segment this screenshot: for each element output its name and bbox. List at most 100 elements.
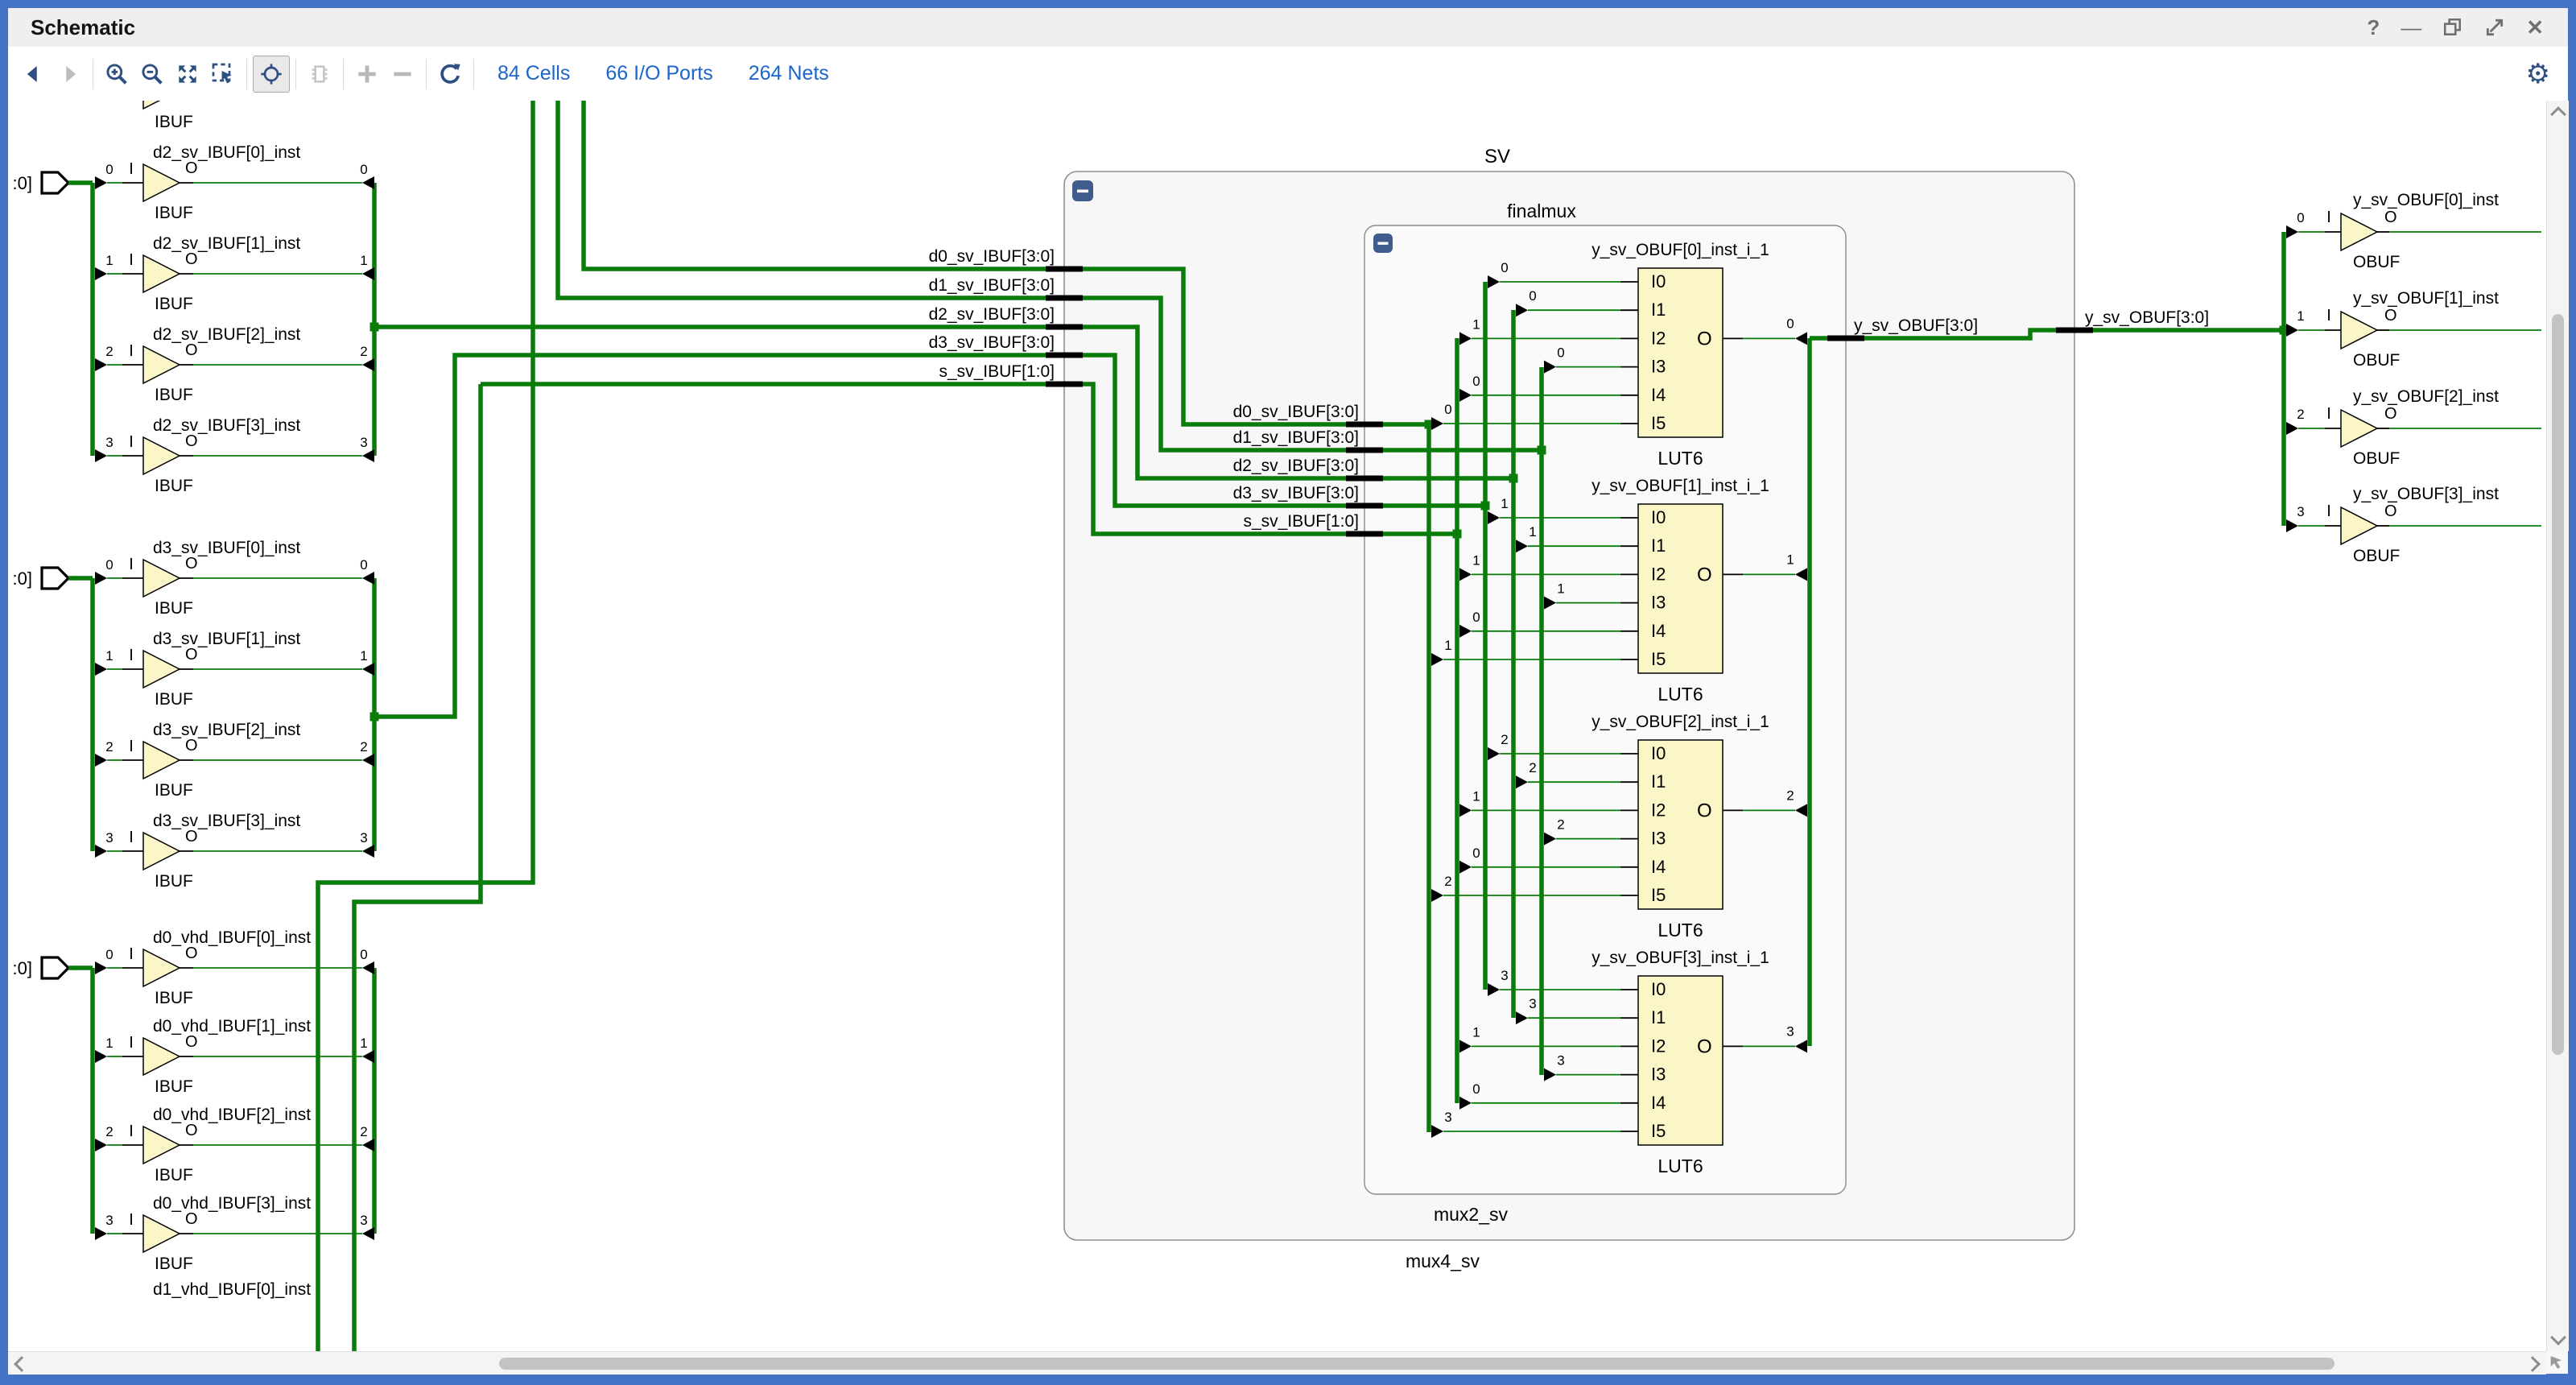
forward-button[interactable] bbox=[52, 56, 87, 92]
pin-label: O bbox=[185, 250, 198, 268]
cells-link[interactable]: 84 Cells bbox=[497, 62, 571, 85]
pin-label: I4 bbox=[1651, 385, 1666, 405]
bus-tap-icon bbox=[1516, 1011, 1528, 1025]
bit-index: 0 bbox=[1444, 402, 1451, 417]
settings-gear-icon[interactable]: ⚙ bbox=[2525, 58, 2550, 89]
autofit-selection-button[interactable] bbox=[253, 55, 290, 93]
net-d0_sv_IBUF[3:0][interactable] bbox=[581, 101, 1429, 427]
cell-d0_vhd_IBUF[2]_inst[interactable] bbox=[142, 1125, 181, 1165]
bit-index: 3 bbox=[2297, 504, 2304, 519]
bit-index: 3 bbox=[1557, 1053, 1564, 1069]
bus-tap-icon bbox=[95, 176, 107, 189]
input-port[interactable] bbox=[40, 171, 71, 195]
bus-tap-icon bbox=[1459, 388, 1472, 402]
minimize-icon[interactable]: — bbox=[2401, 15, 2422, 39]
resize-grip[interactable] bbox=[2546, 1351, 2568, 1374]
bus-tap-icon bbox=[362, 1050, 374, 1063]
zoom-to-selection-button[interactable] bbox=[205, 56, 241, 92]
net-s_sv_IBUF[1:0][interactable] bbox=[481, 382, 1457, 536]
maximize-icon[interactable] bbox=[2484, 17, 2505, 38]
cell-y_sv_OBUF[3]_inst_i_1[interactable] bbox=[1637, 975, 1724, 1146]
scroll-down-icon[interactable] bbox=[2550, 1329, 2566, 1346]
instance-label: d2_sv_IBUF[1]_inst bbox=[153, 234, 300, 253]
cell-y_sv_OBUF[3]_inst[interactable] bbox=[2340, 506, 2379, 546]
net-bus-routing[interactable] bbox=[316, 101, 535, 1351]
pin-label: I0 bbox=[1651, 979, 1666, 999]
zoom-out-button[interactable] bbox=[134, 56, 170, 92]
cell-d2_sv_IBUF[1]_inst[interactable] bbox=[142, 254, 181, 294]
bus-tap-icon bbox=[95, 358, 107, 371]
bit-index: 3 bbox=[105, 435, 113, 450]
cell-d0_vhd_IBUF[0]_inst[interactable] bbox=[142, 948, 181, 988]
cell-d0_vhd_IBUF[1]_inst[interactable] bbox=[142, 1036, 181, 1077]
cell-d0_vhd_IBUF[3]_inst[interactable] bbox=[142, 1213, 181, 1254]
bus-tap-icon bbox=[95, 754, 107, 767]
net-d1_sv_IBUF[3:0][interactable] bbox=[555, 101, 1542, 453]
net-junction bbox=[1452, 529, 1462, 539]
instance-label: y_sv_OBUF[3]_inst_i_1 bbox=[1591, 949, 1769, 967]
nets-link[interactable]: 264 Nets bbox=[748, 62, 829, 85]
port-stub-label: :0] bbox=[13, 958, 32, 978]
bit-index: 1 bbox=[1444, 638, 1451, 653]
io-ports-link[interactable]: 66 I/O Ports bbox=[605, 62, 713, 85]
bus-tap-icon bbox=[1795, 804, 1807, 817]
net-d3_sv_IBUF[3:0][interactable] bbox=[374, 353, 1485, 719]
net-s_sv-bus[interactable] bbox=[352, 384, 483, 1351]
add-button[interactable] bbox=[349, 56, 385, 92]
cell-y_sv_OBUF[1]_inst_i_1[interactable] bbox=[1637, 503, 1724, 674]
cell-d3_sv_IBUF[0]_inst[interactable] bbox=[142, 558, 181, 598]
horizontal-scroll-thumb[interactable] bbox=[499, 1358, 2334, 1370]
pin-label: I bbox=[129, 556, 134, 573]
bit-index: 1 bbox=[1529, 524, 1536, 540]
bit-index: 1 bbox=[105, 253, 113, 268]
bus-tap-icon bbox=[2286, 519, 2298, 532]
scroll-left-icon[interactable] bbox=[14, 1356, 30, 1372]
cell-y_sv_OBUF[1]_inst[interactable] bbox=[2340, 310, 2379, 350]
input-port[interactable] bbox=[40, 566, 71, 590]
pin-label: I4 bbox=[1651, 1093, 1666, 1113]
regenerate-button[interactable] bbox=[432, 56, 468, 92]
instance-label: d2_sv_IBUF[3]_inst bbox=[153, 416, 300, 435]
back-button[interactable] bbox=[16, 56, 52, 92]
cell-d2_sv_IBUF[2]_inst[interactable] bbox=[142, 345, 181, 385]
pin-label: O bbox=[2384, 502, 2397, 520]
scroll-up-icon[interactable] bbox=[2550, 106, 2566, 122]
pin-label: I3 bbox=[1651, 593, 1666, 613]
block-finalmux[interactable] bbox=[1364, 225, 1847, 1195]
cell-y_sv_OBUF[2]_inst[interactable] bbox=[2340, 408, 2379, 449]
cell-d3_sv_IBUF[1]_inst[interactable] bbox=[142, 649, 181, 689]
cell-d2_sv_IBUF[3]_inst[interactable] bbox=[142, 436, 181, 476]
bus-tap-icon bbox=[362, 358, 374, 371]
zoom-in-button[interactable] bbox=[99, 56, 134, 92]
bit-index: 1 bbox=[105, 648, 113, 664]
bus-tap-icon bbox=[1795, 568, 1807, 581]
bit-index: 2 bbox=[1444, 874, 1451, 889]
input-port[interactable] bbox=[40, 956, 71, 980]
close-icon[interactable]: ✕ bbox=[2526, 15, 2544, 39]
page-title: Schematic bbox=[31, 14, 136, 39]
remove-button[interactable] bbox=[385, 56, 420, 92]
cell-type-label: IBUF bbox=[155, 781, 193, 800]
pin-label: I bbox=[129, 433, 134, 451]
bus-tap-icon bbox=[2286, 225, 2298, 238]
zoom-fit-button[interactable] bbox=[170, 56, 205, 92]
cell-y_sv_OBUF[2]_inst_i_1[interactable] bbox=[1637, 739, 1724, 910]
unplace-button[interactable] bbox=[302, 56, 337, 92]
vertical-scroll-thumb[interactable] bbox=[2552, 314, 2564, 1055]
cell-d3_sv_IBUF[2]_inst[interactable] bbox=[142, 740, 181, 780]
net-y_sv_OBUF[3:0][interactable] bbox=[1810, 328, 2284, 341]
help-icon[interactable]: ? bbox=[2367, 15, 2380, 39]
cell-d3_sv_IBUF[3]_inst[interactable] bbox=[142, 831, 181, 871]
cell-d2_sv_IBUF[0]_inst[interactable] bbox=[142, 163, 181, 203]
float-window-icon[interactable] bbox=[2442, 17, 2463, 38]
cell-partial-ibuf[interactable] bbox=[142, 101, 180, 110]
instance-label: d0_vhd_IBUF[2]_inst bbox=[153, 1106, 311, 1124]
scroll-right-icon[interactable] bbox=[2524, 1356, 2541, 1372]
cell-y_sv_OBUF[0]_inst[interactable] bbox=[2340, 212, 2379, 252]
cell-y_sv_OBUF[0]_inst_i_1[interactable] bbox=[1637, 267, 1724, 438]
bus-tap-icon bbox=[362, 845, 374, 858]
bus-tap-icon bbox=[95, 1227, 107, 1240]
title-bar: Schematic ? — ✕ bbox=[8, 8, 2568, 48]
net-d2_sv_IBUF[3:0][interactable] bbox=[374, 325, 1513, 481]
